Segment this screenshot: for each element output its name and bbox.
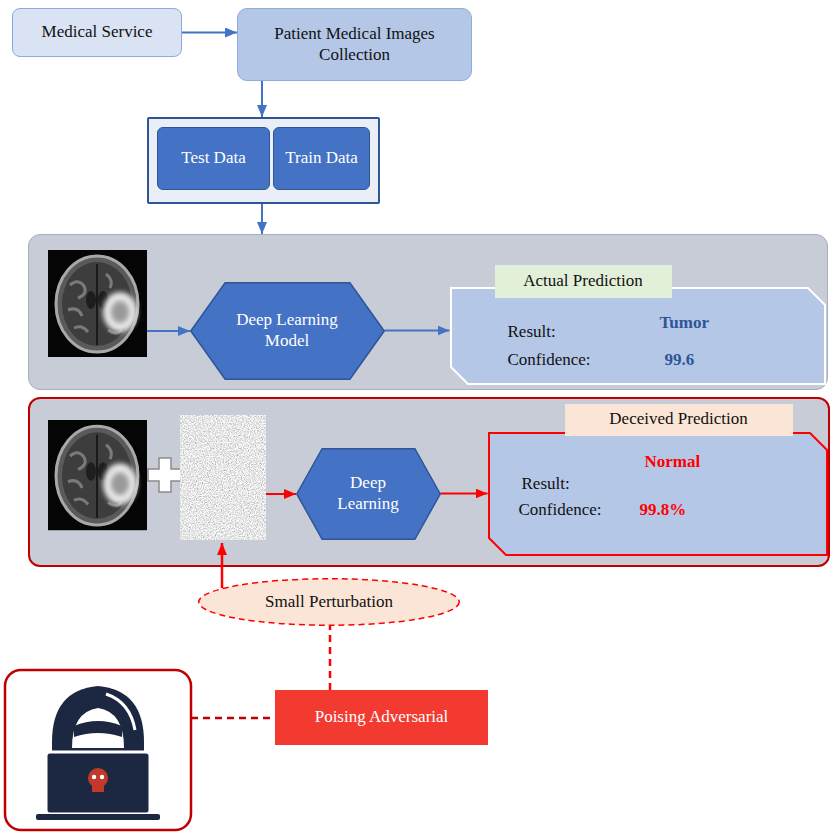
result-field-value: Tumor — [660, 313, 709, 333]
service-box: Medical Service — [12, 8, 182, 57]
snip-shape — [451, 288, 825, 384]
result-field-value: 99.8% — [640, 500, 687, 520]
collection-box: Patient Medical Images Collection — [237, 8, 472, 81]
flow-arrow — [261, 204, 263, 234]
adversary-box: Poising Adversarial — [275, 690, 488, 745]
snip-shape — [489, 433, 827, 555]
result-field-label: Result: — [508, 322, 556, 342]
hacker-icon — [5, 670, 191, 830]
flow-arrow — [182, 32, 237, 34]
perturbation-ellipse: Small Perturbation — [198, 578, 460, 626]
result-field-label: Result: — [522, 474, 570, 494]
input-arrow — [147, 330, 190, 332]
flow-arrow — [441, 493, 488, 495]
input-arrow — [266, 493, 296, 495]
node-label: Patient Medical Images Collection — [246, 24, 463, 64]
hex-shape — [296, 448, 440, 539]
mri-image — [48, 250, 147, 357]
node-label: Test Data — [181, 148, 245, 168]
dataset-box: Test Data — [157, 127, 270, 190]
attacker-link — [191, 717, 275, 720]
flow-arrow — [261, 81, 263, 117]
result-field-value: 99.6 — [665, 350, 695, 370]
flow-arrow — [385, 330, 450, 332]
attack-flow-panel: Deep Learning Deceived PredictionResult: N… — [28, 397, 830, 567]
result-field-value: Normal — [645, 452, 701, 472]
data-split-container: Test Data Train Data — [147, 117, 380, 204]
perturbation-arrow — [221, 543, 224, 588]
result-box: Result: TumorConfidence: 99.6 — [450, 287, 826, 385]
normal-flow-panel: Deep Learning ModelActual PredictionResu… — [28, 234, 828, 390]
mri-image — [48, 420, 147, 530]
ellipse-shape — [199, 579, 460, 626]
node-label: Deep Learning — [325, 473, 412, 513]
model-hexagon: Deep Learning — [296, 448, 441, 540]
node-label: Actual Prediction — [523, 271, 642, 291]
prediction-tag: Deceived Prediction — [565, 404, 793, 436]
node-label: Medical Service — [42, 22, 153, 42]
node-label: Small Perturbation — [265, 592, 393, 612]
model-hexagon: Deep Learning Model — [190, 282, 385, 380]
result-field-label: Confidence: — [519, 500, 602, 520]
dataset-box: Train Data — [273, 127, 370, 190]
result-box-outline — [450, 287, 826, 385]
noise-image — [180, 415, 266, 540]
node-label: Train Data — [285, 148, 358, 168]
node-label: Deceived Prediction — [609, 409, 747, 429]
hex-shape — [190, 282, 384, 379]
result-box-outline — [488, 432, 828, 556]
result-box: Result: NormalConfidence: 99.8% — [488, 432, 828, 556]
dashed-connector — [329, 626, 332, 690]
prediction-tag: Actual Prediction — [495, 265, 672, 298]
result-field-label: Confidence: — [508, 350, 591, 370]
node-label: Poising Adversarial — [315, 707, 449, 727]
plus-symbol — [148, 458, 182, 492]
node-label: Deep Learning Model — [229, 310, 346, 350]
